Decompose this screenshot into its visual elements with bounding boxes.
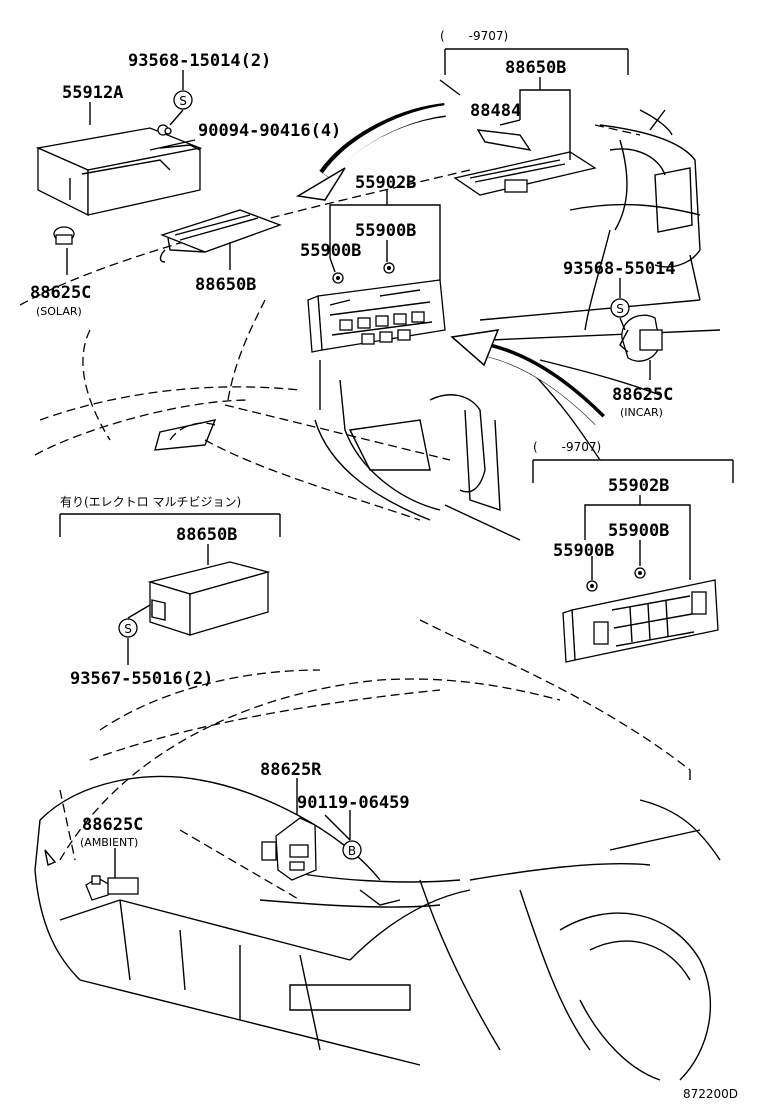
label-jp-note: 有り(エレクトロ マルチビジョン)	[60, 495, 241, 509]
label-solar: (SOLAR)	[36, 305, 82, 318]
arrow-left-curve	[295, 103, 448, 201]
label-55900b-mid-left: 55900B	[553, 541, 614, 561]
label-88650b-mid: 88650B	[176, 525, 237, 545]
screw-55900b-b1	[586, 580, 598, 592]
screw-55900b-b2	[634, 567, 646, 579]
label-88625c-ambient: 88625C	[82, 815, 143, 835]
label-90094-90416: 90094-90416(4)	[198, 121, 341, 141]
control-head-55902b	[307, 279, 446, 353]
car-front-outline	[34, 619, 721, 1081]
incar-sensor-88625c	[619, 314, 663, 362]
circle-symbol-b: B	[342, 840, 362, 860]
label-90119-06459: 90119-06459	[297, 793, 410, 813]
label-incar: (INCAR)	[620, 406, 663, 419]
bolt-90094	[157, 124, 172, 136]
solar-sensor-88625c	[53, 226, 75, 245]
dashboard-outline	[19, 79, 721, 541]
label-88625r: 88625R	[260, 760, 322, 780]
screw-55900b-a1	[332, 272, 344, 284]
label-ambient: (AMBIENT)	[80, 836, 138, 849]
label-88484: 88484	[470, 101, 521, 121]
screw-55900b-a2	[383, 262, 395, 274]
amplifier-88650b-left	[159, 209, 282, 263]
symbol-s-text-a: S	[179, 94, 187, 108]
label-range-top: ( -9707)	[440, 29, 508, 43]
label-88625c-incar: 88625C	[612, 385, 673, 405]
label-55902b-top: 55902B	[355, 173, 416, 193]
control-head-55902b-alt	[562, 579, 719, 663]
amplifier-88650b-mid	[147, 561, 271, 636]
bracket-55912a	[35, 127, 203, 217]
label-93568-55014: 93568-55014	[563, 259, 676, 279]
symbol-s-text-b: S	[616, 302, 624, 316]
symbol-s-text-c: S	[124, 622, 132, 636]
circle-symbol-s-a: S	[173, 90, 193, 110]
circle-symbol-s-c: S	[118, 618, 138, 638]
label-88650b-left: 88650B	[195, 275, 256, 295]
label-55902b-mid: 55902B	[608, 476, 669, 496]
label-55900b-mid-right: 55900B	[608, 521, 669, 541]
label-55900b-top-right: 55900B	[355, 221, 416, 241]
label-55912a: 55912A	[62, 83, 123, 103]
figure-code: 872200D	[683, 1087, 738, 1101]
symbol-b-text: B	[348, 844, 356, 858]
leader-lines	[59, 48, 734, 878]
label-93567-55016: 93567-55016(2)	[70, 669, 213, 689]
amplifier-88650b-top	[453, 129, 597, 196]
label-88650b-top: 88650B	[505, 58, 566, 78]
ambient-sensor-88625c	[85, 875, 139, 901]
label-range-mid: ( -9707)	[533, 440, 601, 454]
receiver-88625r	[261, 817, 317, 881]
circle-symbol-s-b: S	[610, 298, 630, 318]
arrow-right-curve	[450, 329, 605, 426]
label-93568-15014: 93568-15014(2)	[128, 51, 271, 71]
label-88625c-solar: 88625C	[30, 283, 91, 303]
label-55900b-top-left: 55900B	[300, 241, 361, 261]
